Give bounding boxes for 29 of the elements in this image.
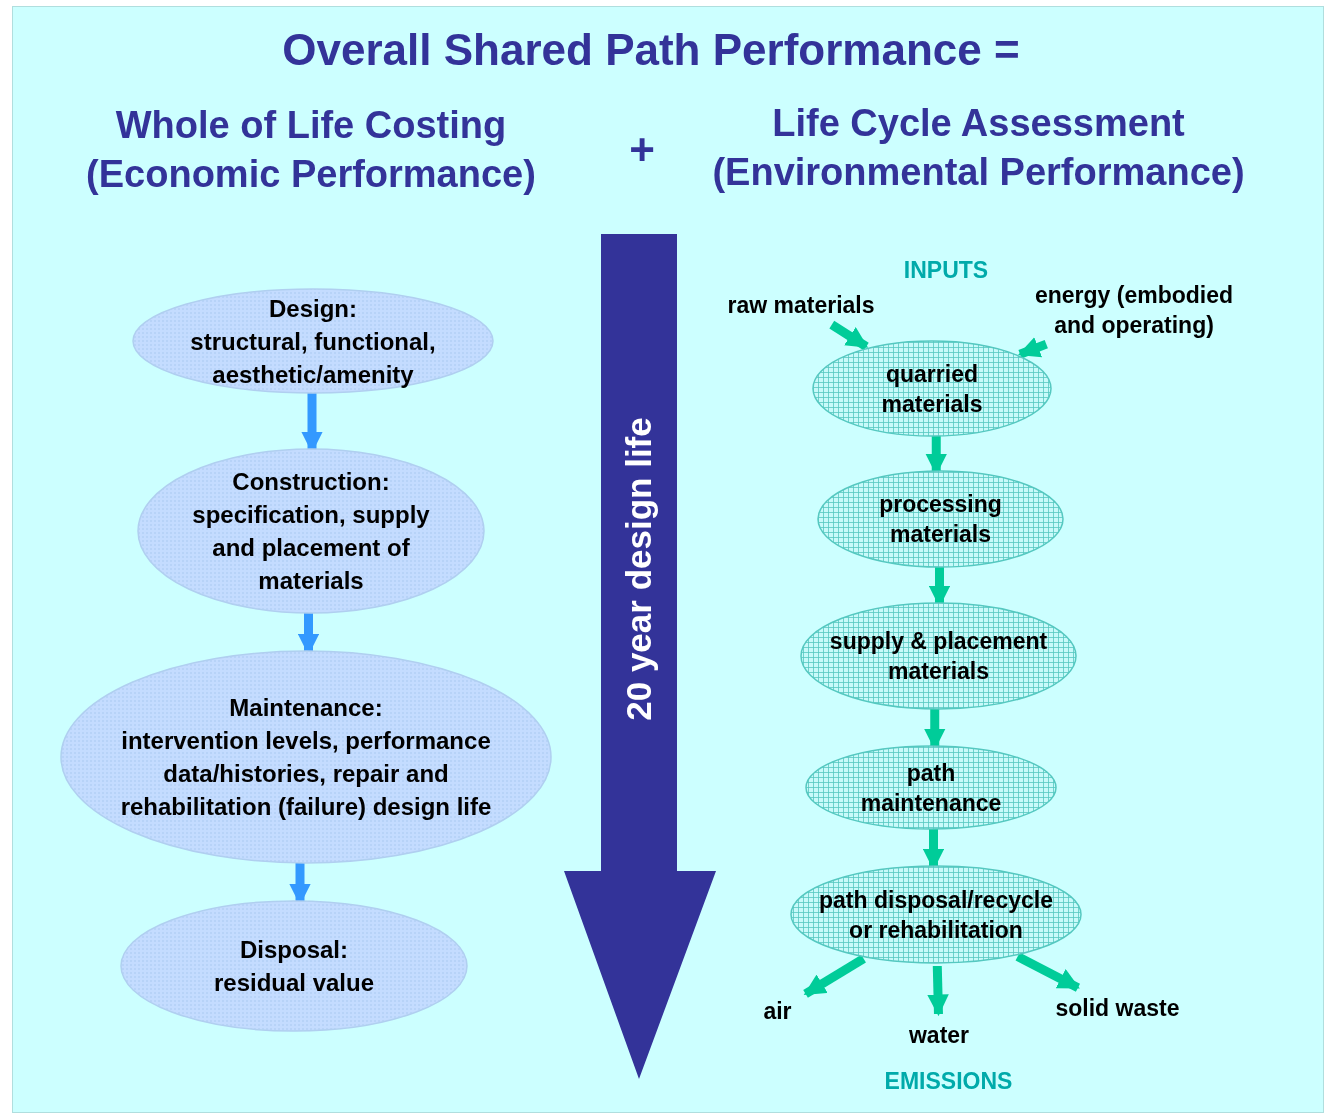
arrow-label: 20 year design life: [619, 416, 659, 723]
plus-sign: +: [628, 124, 656, 176]
arrow: [1018, 337, 1048, 359]
node-text: supply & placement materials: [828, 627, 1049, 686]
flow-label: water: [908, 1021, 970, 1050]
node-text: specification, supply and placement of materials: [191, 500, 431, 596]
node-text: path maintenance: [860, 758, 1002, 818]
arrow: [1015, 952, 1081, 992]
flow-label: air: [763, 997, 792, 1026]
arrow: [829, 320, 869, 351]
heading: Life Cycle Assessment (Environmental Performance): [711, 101, 1246, 196]
heading: Whole of Life Costing (Economic Performance): [85, 103, 537, 198]
section-label: INPUTS: [902, 256, 990, 285]
node-text: quarried materials: [880, 359, 984, 419]
title: Overall Shared Path Performance =: [281, 25, 1021, 75]
section-label: EMISSIONS: [883, 1067, 1014, 1096]
phase-heading: Disposal:: [240, 935, 348, 965]
phase-heading: Design:: [269, 293, 357, 324]
phase-heading: Maintenance:: [229, 693, 383, 723]
flow-label: solid waste: [1055, 994, 1180, 1023]
node-text: processing materials: [878, 490, 1003, 549]
node-text: path disposal/recycle or rehabilitation: [818, 885, 1054, 945]
node-text: residual value: [213, 968, 375, 998]
arrow: [803, 954, 866, 998]
flow-label: raw materials: [727, 291, 875, 320]
flow-label: energy (embodied and operating): [1033, 281, 1235, 340]
phase-heading: Construction:: [232, 467, 390, 497]
node-text: structural, functional, aesthetic/amenity: [189, 326, 437, 390]
node-text: intervention levels, performance data/histories, repair and rehabilitation (failure) design life: [119, 726, 493, 822]
